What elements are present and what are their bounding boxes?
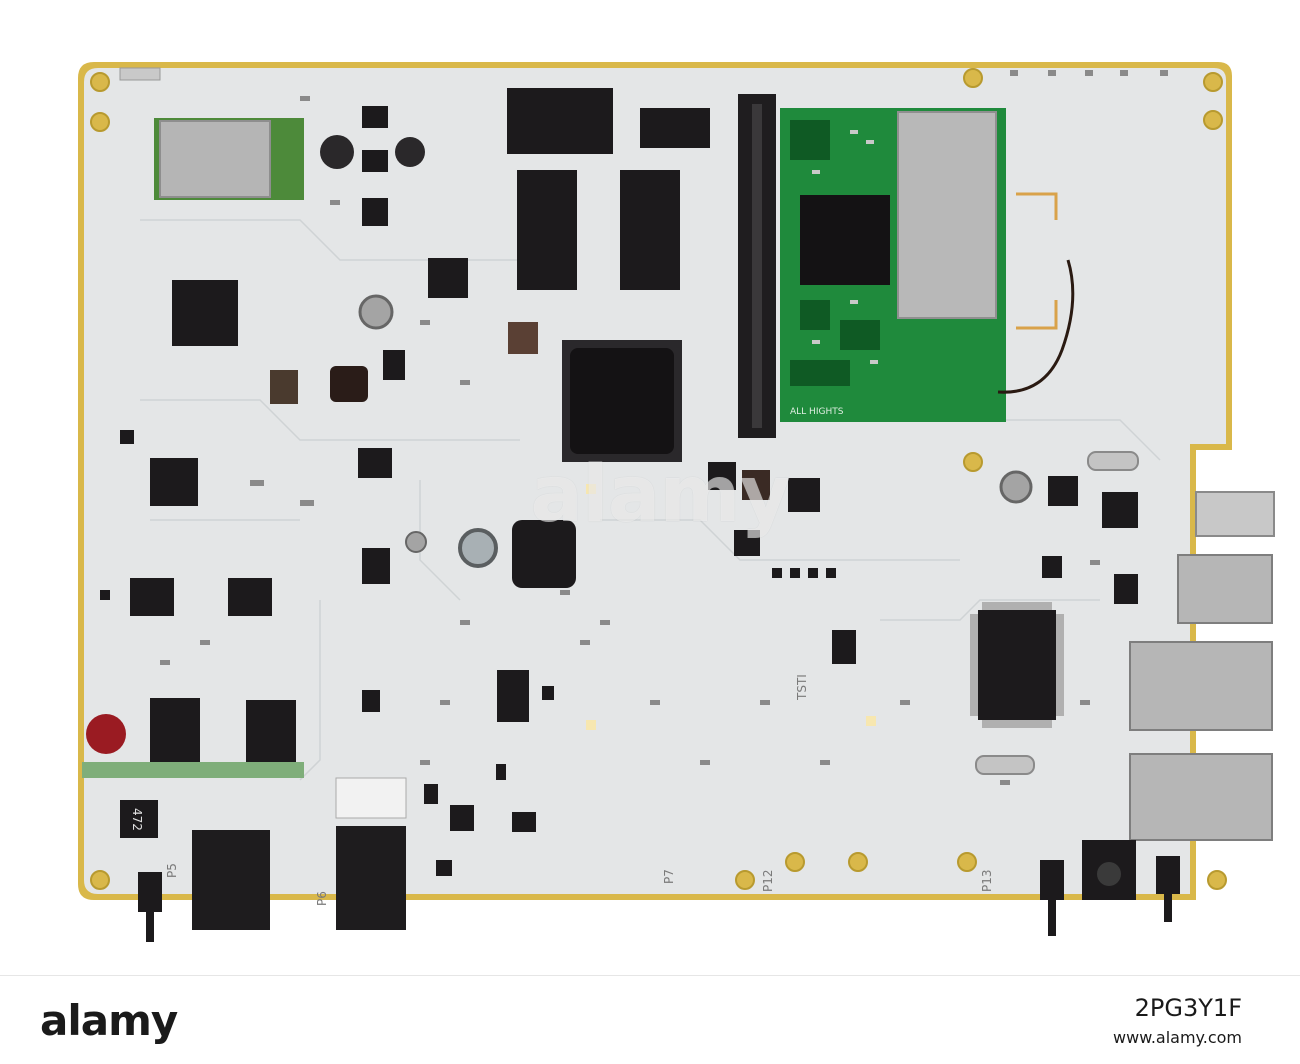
site-url: www.alamy.com <box>1113 1028 1242 1047</box>
circuit-board-photo: ALL HIGHTS 472 <box>78 62 1275 942</box>
wps-button-stem <box>1164 894 1172 922</box>
port-label-p7: P7 <box>662 869 676 884</box>
brand-logo: alamy <box>40 996 178 1045</box>
inductor-472-label: 472 <box>130 808 144 831</box>
green-pcb-strip <box>82 762 304 778</box>
inductor-472 <box>120 800 158 838</box>
port-label-p5: P5 <box>165 863 179 878</box>
antenna-cable <box>997 259 1075 394</box>
reset-button-stem <box>146 912 154 942</box>
electrolytic-capacitor <box>395 137 425 167</box>
ic-chip <box>1048 476 1078 506</box>
white-connector <box>335 777 407 819</box>
ic-chip <box>362 198 388 226</box>
port-label-p13: P13 <box>980 869 994 892</box>
wifi-card-smd <box>812 130 878 364</box>
ic-chip <box>1102 492 1138 528</box>
ic-chip <box>1114 574 1138 604</box>
rf-module-shield <box>159 120 271 198</box>
ic-chip <box>428 258 468 298</box>
ic-chip <box>228 578 272 616</box>
wps-button <box>1156 856 1180 894</box>
stock-footer-bar: alamy 2PG3Y1F www.alamy.com <box>0 975 1300 1064</box>
ic-chip <box>517 170 577 290</box>
chip-silkscreen-label: TSTI <box>795 674 809 701</box>
mounting-hole <box>848 852 868 872</box>
ethernet-port <box>1129 753 1273 841</box>
red-capacitor <box>86 714 126 754</box>
ethernet-switch-ic <box>978 610 1056 720</box>
rj11-jack <box>336 826 406 930</box>
smd-components <box>160 70 1168 785</box>
small-connector <box>119 67 161 81</box>
ic-chip <box>620 170 680 290</box>
power-button-stem <box>1048 900 1056 936</box>
leds <box>586 484 876 730</box>
ic-chip <box>832 630 856 664</box>
ic-chip <box>507 88 613 154</box>
mounting-hole <box>963 452 983 472</box>
port-label-p12: P12 <box>761 869 775 892</box>
mounting-hole <box>90 870 110 890</box>
mounting-hole <box>90 112 110 132</box>
ic-chip <box>640 108 710 148</box>
mounting-hole <box>1207 870 1227 890</box>
usb-port <box>1195 491 1275 537</box>
electrolytic-capacitor <box>320 135 354 169</box>
ic-chip <box>734 530 760 556</box>
capacitors <box>320 135 1033 568</box>
mounting-holes <box>90 68 1227 890</box>
ic-chip <box>172 280 238 346</box>
ethernet-ports <box>1129 491 1275 841</box>
mounting-hole <box>963 68 983 88</box>
wifi-card-components <box>790 120 880 386</box>
wifi-card-shield <box>897 111 997 319</box>
crystal-oscillator <box>742 470 770 500</box>
ic-chip <box>788 478 820 512</box>
crystal-oscillator <box>1087 451 1139 471</box>
electrolytic-capacitor <box>458 528 498 568</box>
ic-chip <box>383 350 405 380</box>
circuit-board-illustration: ALL HIGHTS 472 <box>78 62 1275 942</box>
electrolytic-capacitor <box>999 470 1033 504</box>
transformer <box>150 698 200 762</box>
mounting-hole <box>735 870 755 890</box>
rj11-jack <box>192 830 270 930</box>
mini-pci-slot-groove <box>752 104 762 428</box>
electrolytic-capacitor <box>405 531 427 553</box>
power-inductor <box>330 366 368 402</box>
mounting-hole <box>957 852 977 872</box>
crystal-oscillator <box>270 370 298 404</box>
power-button <box>1040 860 1064 900</box>
ic-chip <box>362 106 388 128</box>
antenna-pads <box>1016 192 1058 220</box>
ethernet-port <box>1177 554 1273 624</box>
ic-chip <box>497 670 529 722</box>
image-id: 2PG3Y1F <box>1134 994 1242 1022</box>
bga-processor-die <box>570 348 674 454</box>
crystal-oscillator <box>508 322 538 354</box>
port-label-p6: P6 <box>315 891 329 906</box>
ic-chip <box>362 548 390 584</box>
black-smd-chips <box>100 430 1062 876</box>
transformer <box>246 700 296 762</box>
qfp-pins <box>970 602 1064 728</box>
crystal-oscillator <box>975 755 1035 775</box>
mounting-hole <box>1203 110 1223 130</box>
wifi-card-chip <box>800 195 890 285</box>
mounting-hole <box>785 852 805 872</box>
ic-chip <box>150 458 198 506</box>
wifi-card-label: ALL HIGHTS <box>790 407 844 417</box>
ic-chip <box>708 462 736 490</box>
mounting-hole <box>90 72 110 92</box>
electrolytic-capacitor <box>358 294 394 330</box>
mounting-hole <box>1203 72 1223 92</box>
ethernet-port <box>1129 641 1273 731</box>
ic-chip <box>362 150 388 172</box>
reset-button <box>138 872 162 912</box>
power-inductor <box>512 520 576 588</box>
ic-chip <box>130 578 174 616</box>
integrated-circuits <box>130 88 1138 722</box>
ic-chip <box>358 448 392 478</box>
